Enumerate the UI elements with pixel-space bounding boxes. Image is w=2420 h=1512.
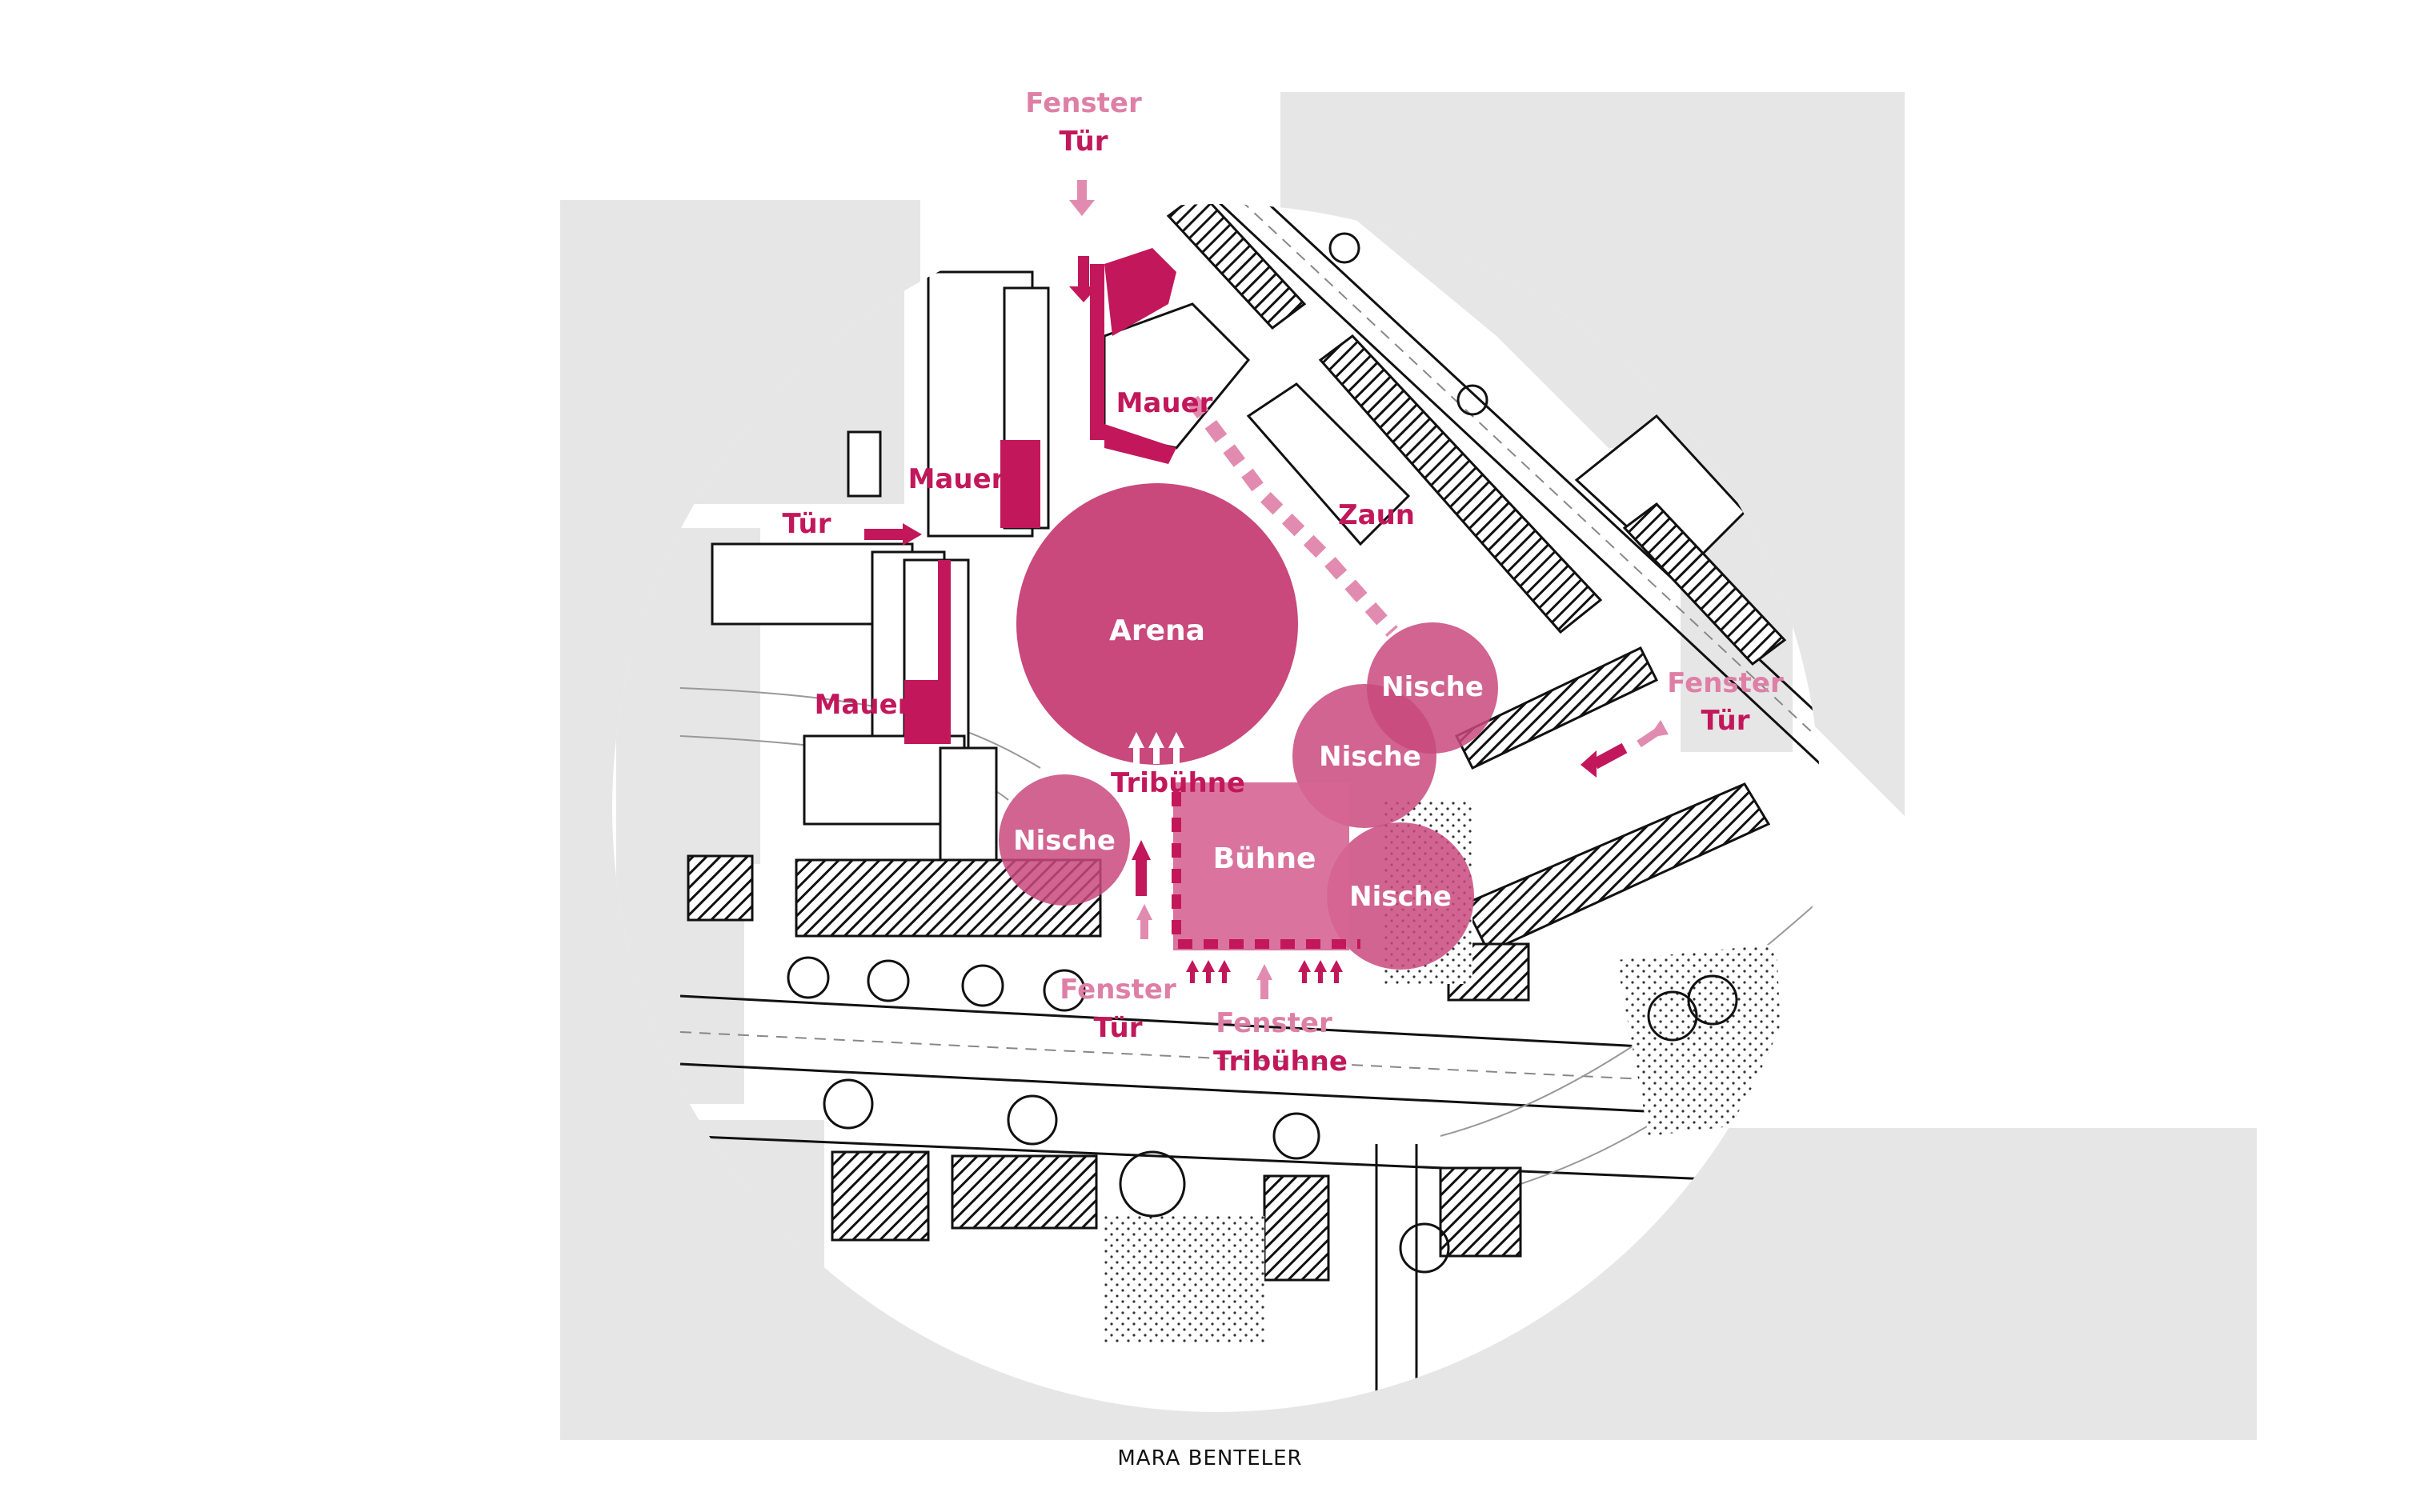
label-fenster-right: Fenster xyxy=(1667,667,1784,699)
label-tuer-right: Tür xyxy=(1701,705,1750,737)
label-arena: Arena xyxy=(1109,614,1205,647)
label-nische-1: Nische xyxy=(1381,671,1484,703)
access-arrows xyxy=(864,180,1669,999)
label-mauer-left: Mauer xyxy=(908,463,1005,495)
label-tribuehne: Tribühne xyxy=(1111,767,1245,799)
label-fenster-tribuehne-1: Fenster xyxy=(1216,1007,1332,1039)
label-zaun: Zaun xyxy=(1338,499,1415,531)
label-tuer-left: Tür xyxy=(783,508,831,540)
nische-zone-4 xyxy=(1327,822,1474,970)
label-nische-2: Nische xyxy=(1319,741,1421,773)
label-nische-3: Nische xyxy=(1013,825,1116,857)
label-fenster-top: Fenster xyxy=(1025,87,1142,119)
label-nische-4: Nische xyxy=(1349,881,1452,913)
buehne-zone xyxy=(1173,782,1349,950)
map-labels: Fenster Tür Mauer Mauer Zaun Tür Mauer F… xyxy=(783,87,1784,1078)
buildings xyxy=(711,270,1747,862)
nische-zone-3 xyxy=(999,774,1130,906)
label-mauer-bottom: Mauer xyxy=(815,689,912,721)
trees xyxy=(787,232,1738,1274)
label-mauer-top: Mauer xyxy=(1116,387,1213,419)
fence xyxy=(1186,395,1398,637)
label-tuer-top: Tür xyxy=(1060,126,1108,158)
label-fenster-bottom: Fenster xyxy=(1060,974,1176,1006)
hatched-roofs xyxy=(687,204,1787,1282)
tribuehne-arrows xyxy=(1128,732,1184,764)
author-credit: MARA BENTELER xyxy=(1117,1446,1303,1470)
label-buehne: Bühne xyxy=(1213,842,1316,875)
walls xyxy=(904,248,1176,744)
label-fenster-tribuehne-2: Tribühne xyxy=(1213,1046,1348,1078)
label-tuer-bottom: Tür xyxy=(1094,1012,1143,1044)
arena-zone xyxy=(1016,483,1298,765)
